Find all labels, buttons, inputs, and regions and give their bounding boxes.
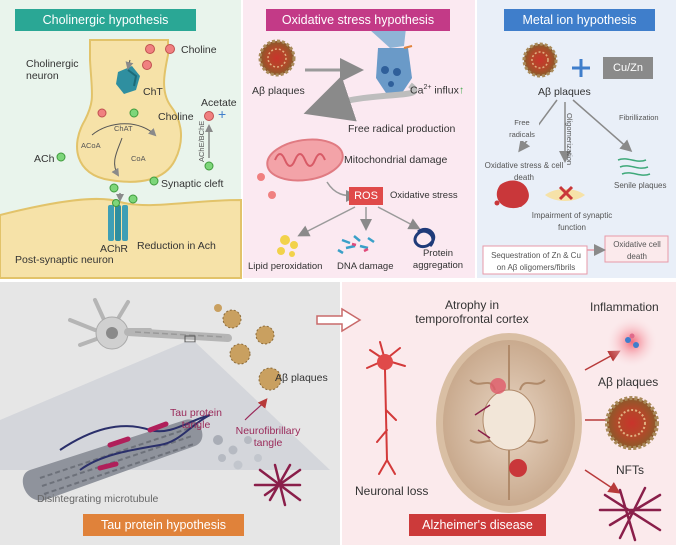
ros-box [349,187,383,205]
lipid-label: Lipid peroxidation [248,261,323,272]
neuron-loss-image [366,341,406,475]
neurofibrillary-tangle-image [253,463,302,507]
tau-tangle-label: Tau protein tangle [170,407,222,431]
cuzn-box [603,57,653,79]
calcium-channel-image [370,20,413,96]
tau-title: Tau protein hypothesis [83,514,244,536]
cell-death-image [494,180,529,209]
inflammation-image [606,316,658,368]
ox-cell-death-label: Oxidative cell death [613,240,661,261]
nfts-label: NFTs [616,463,644,477]
plus-sign: + [218,106,227,122]
ox-plaques-label: Aβ plaques [252,85,305,97]
acoa-label: ACoA [81,141,101,150]
calcium-influx-label: Ca2+ influx↑ [410,82,464,97]
acetate-label: Acetate [201,97,237,109]
ach-label: ACh [34,153,55,165]
cholinergic-neuron-label: Cholinergic neuron [26,58,79,82]
sequestration-label: Sequestration of Zn & Cu on Aβ oligomers… [491,251,581,272]
cuzn-label: Cu/Zn [613,62,643,74]
oligomerization-label: Oligomerization [565,113,574,166]
atrophy-label: Atrophy in temporofrontal cortex [415,298,529,326]
influx-text: influx [431,84,459,97]
metal-plaque-image [522,42,558,78]
dna-label: DNA damage [337,261,394,272]
free-radicals-label: Free radicals [505,117,539,141]
cht-transporter [116,66,140,94]
fibrillization-label: Fibrillization [619,113,659,122]
microtubule-image [22,419,262,501]
nft-label: Neurofibrillary tangle [235,425,301,449]
ad-title: Alzheimer's disease [409,514,546,536]
oxidative-stress-label: Oxidative stress [390,190,458,201]
reduction-label: Reduction in Ach [137,240,216,252]
brain-image [436,333,582,513]
lipid-droplets-image [277,235,298,257]
choline-molecules [97,44,214,121]
tau-plaques-image [214,304,282,391]
progression-arrow [316,307,362,333]
ach-molecules [56,108,214,207]
tau-plaques-label: Aβ plaques [275,372,328,384]
oxidative-plaque-image [258,39,296,77]
ros-label: ROS [354,190,378,202]
mito-damage-label: Mitochondrial damage [344,154,448,166]
postsynaptic-label: Post-synaptic neuron [15,254,114,266]
free-radical-label: Free radical production [348,123,456,135]
metal-title: Metal ion hypothesis [504,9,655,31]
cholinergic-title: Cholinergic hypothesis [15,9,196,31]
synapse-image [545,185,585,201]
achr-label: AChR [100,243,129,255]
inflammation-label: Inflammation [590,300,659,314]
senile-label: Senile plaques [614,181,667,190]
calcium-text: Ca [410,84,424,97]
cht-label: ChT [143,86,163,98]
oxidative-cell-death-box [604,235,669,263]
coa-label: CoA [131,154,146,163]
nft-image [598,486,662,542]
mitochondrion-image [257,138,344,199]
neuron-image [68,298,232,350]
protein-label: Protein aggregation [412,248,464,271]
fibrils-image [617,158,651,176]
synaptic-cleft-label: Synaptic cleft [161,178,224,190]
ox-death-label: Oxidative stress & cell death [484,161,564,182]
microtubule-label: Disintegrating microtubule [37,493,159,505]
up-arrow-icon: ↑ [458,84,465,97]
sequestration-box [482,245,588,275]
choline-top-label: Choline [181,44,217,56]
oxidative-title: Oxidative stress hypothesis [266,9,450,31]
dna-fragments-image [337,235,375,255]
calcium-charge: 2+ [423,84,432,91]
tau-tangle-strands [59,414,211,471]
achr-receptor [108,205,128,241]
choline-mid-label: Choline [158,111,194,123]
ache-label: AChE/BChE [197,120,206,162]
protein-aggregate-image [413,227,436,249]
neuronal-loss-label: Neuronal loss [355,484,429,498]
ad-plaque-image [605,396,659,450]
impairment-label: Impairment of synaptic function [531,211,613,232]
ad-plaques-label: Aβ plaques [598,375,659,389]
chat-label: ChAT [114,124,133,133]
metal-plaques-label: Aβ plaques [538,86,591,98]
